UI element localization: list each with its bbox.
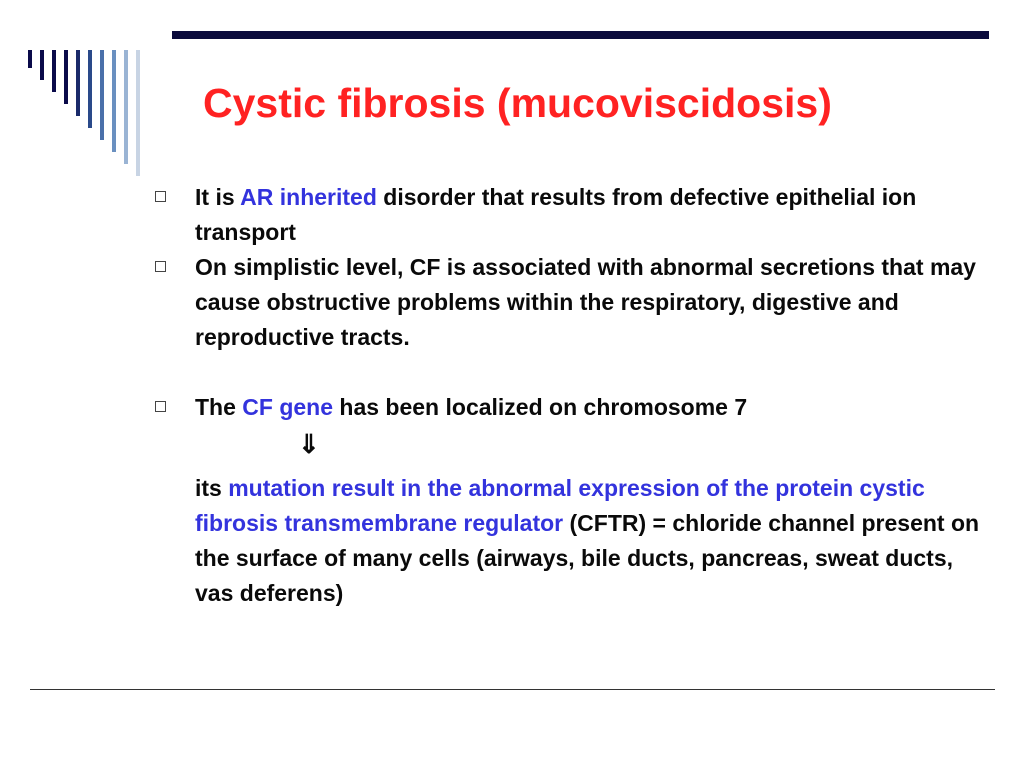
bullet-item-1: It is AR inherited disorder that results…: [155, 180, 985, 250]
down-arrow-icon: ⇓: [298, 429, 320, 459]
decorative-bar: [136, 50, 140, 176]
bullet-item-2: On simplistic level, CF is associated wi…: [155, 250, 985, 355]
square-bullet-icon: [155, 401, 166, 412]
decorative-bar: [100, 50, 104, 140]
decorative-bar: [52, 50, 56, 92]
decorative-bar: [28, 50, 32, 68]
bullet-2-text: On simplistic level, CF is associated wi…: [195, 254, 976, 350]
square-bullet-icon: [155, 261, 166, 272]
bullet-3-highlight: CF gene: [242, 394, 334, 420]
decorative-bar: [124, 50, 128, 164]
mutation-paragraph: its mutation result in the abnormal expr…: [155, 471, 985, 611]
bullet-item-3: The CF gene has been localized on chromo…: [155, 390, 985, 425]
bottom-rule: [30, 689, 995, 690]
paragraph-rest: (CFTR) = chloride channel present on the…: [195, 510, 980, 606]
square-bullet-icon: [155, 191, 166, 202]
paragraph-highlight: mutation result in the abnormal expressi…: [195, 475, 925, 536]
decorative-bar: [112, 50, 116, 152]
decorative-bar: [40, 50, 44, 80]
slide-content: It is AR inherited disorder that results…: [155, 180, 985, 611]
slide-title: Cystic fibrosis (mucoviscidosis): [203, 80, 832, 126]
bullet-3-prefix: The: [195, 394, 243, 420]
bullet-1-rest: disorder that results from defective epi…: [195, 184, 917, 245]
paragraph-prefix: its: [195, 475, 229, 501]
decorative-bar: [88, 50, 92, 128]
bullet-1-highlight: AR inherited: [240, 184, 377, 210]
decorative-bar: [64, 50, 68, 104]
decorative-bar: [76, 50, 80, 116]
top-rule: [172, 31, 989, 39]
bullet-3-rest: has been localized on chromosome 7: [333, 394, 748, 420]
bullet-1-prefix: It is: [195, 184, 241, 210]
